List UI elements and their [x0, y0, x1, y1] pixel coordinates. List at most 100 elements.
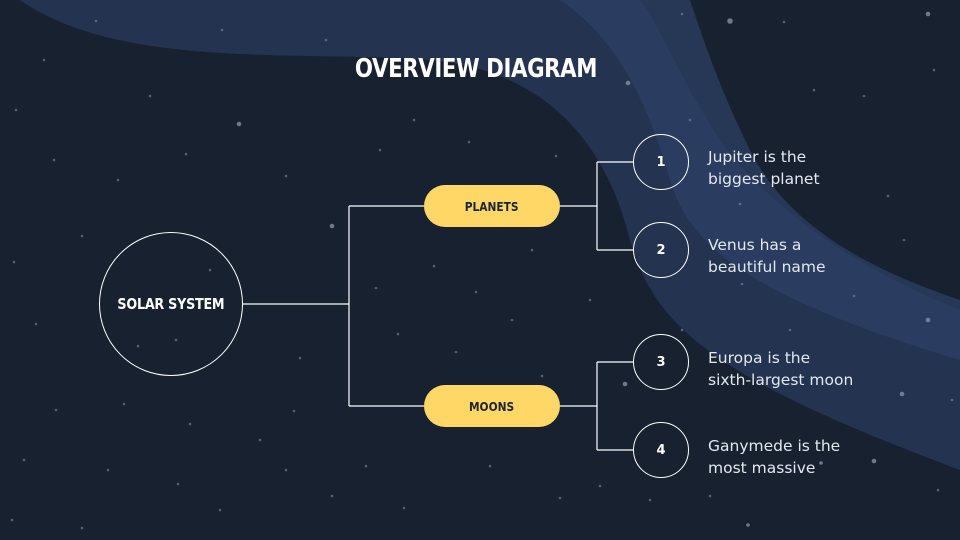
star	[236, 121, 242, 127]
root-node-label: SOLAR SYSTEM	[117, 295, 225, 313]
star	[588, 298, 592, 302]
star	[284, 174, 288, 178]
star	[622, 381, 628, 387]
item-node-3: 3	[633, 334, 689, 390]
star	[52, 158, 56, 162]
star	[925, 11, 931, 17]
item-description-3-line-1: Europa is the	[708, 349, 811, 367]
star-field	[10, 11, 954, 530]
star	[932, 68, 936, 72]
item-description-3: Europa is the sixth-largest moon	[708, 347, 948, 391]
star	[558, 496, 562, 500]
star	[22, 458, 26, 462]
item-node-1: 1	[633, 134, 689, 190]
star	[188, 422, 192, 426]
star	[902, 238, 906, 242]
star	[176, 482, 180, 486]
item-node-4: 4	[633, 422, 689, 478]
star	[412, 118, 416, 122]
item-description-4: Ganymede is the most massive	[708, 435, 948, 479]
star	[819, 461, 823, 465]
item-description-4-line-1: Ganymede is the	[708, 437, 841, 455]
star	[42, 58, 46, 62]
star	[329, 223, 335, 229]
star	[852, 294, 856, 298]
star	[936, 488, 940, 492]
star	[374, 286, 378, 290]
star	[298, 356, 302, 360]
star	[258, 438, 262, 442]
star	[220, 28, 224, 32]
star	[378, 148, 382, 152]
star	[648, 498, 652, 502]
star	[886, 194, 890, 198]
star	[625, 80, 631, 86]
item-node-2: 2	[633, 222, 689, 278]
star	[148, 94, 152, 98]
star	[122, 402, 126, 406]
star	[812, 88, 816, 92]
star	[116, 178, 120, 182]
star	[54, 408, 58, 412]
star	[598, 484, 602, 488]
star	[950, 398, 954, 402]
star	[708, 494, 712, 498]
star	[218, 508, 222, 512]
star	[510, 318, 514, 322]
connector-moons-to-items	[560, 361, 633, 451]
star	[488, 464, 492, 468]
nebula-swirl	[20, 0, 960, 470]
star	[467, 140, 471, 144]
slide-title: OVERVIEW DIAGRAM	[354, 54, 598, 84]
connector-planets-to-items	[560, 161, 633, 251]
star	[746, 523, 750, 527]
item-number-4: 4	[656, 442, 666, 458]
star	[540, 374, 544, 378]
nebula-band	[560, 0, 960, 360]
star	[727, 18, 733, 24]
item-description-1: Jupiter is the biggest planet	[708, 146, 948, 190]
star	[474, 290, 478, 294]
star	[740, 282, 744, 286]
star	[402, 506, 406, 510]
branch-node-moons: MOONS	[424, 385, 560, 427]
star	[680, 12, 684, 16]
star	[14, 108, 18, 112]
star	[94, 19, 98, 23]
star	[925, 317, 931, 323]
star	[396, 332, 400, 336]
star	[80, 234, 84, 238]
star	[10, 518, 14, 522]
star	[788, 328, 792, 332]
item-number-1: 1	[656, 154, 666, 170]
star	[738, 202, 742, 206]
root-node: SOLAR SYSTEM	[99, 232, 243, 376]
item-description-1-line-2: biggest planet	[708, 170, 820, 188]
item-number-3: 3	[656, 354, 666, 370]
item-description-4-line-2: most massive	[708, 459, 816, 477]
star	[432, 264, 436, 268]
star	[530, 248, 534, 252]
star	[324, 38, 328, 42]
star	[680, 328, 684, 332]
item-number-2: 2	[656, 242, 666, 258]
star	[292, 409, 296, 413]
star	[364, 464, 368, 468]
star	[284, 468, 288, 472]
branch-label-planets: PLANETS	[465, 198, 519, 214]
star	[330, 494, 334, 498]
item-description-2: Venus has a beautiful name	[708, 234, 948, 278]
star	[862, 94, 866, 98]
star	[184, 152, 188, 156]
item-description-2-line-1: Venus has a	[708, 236, 802, 254]
star	[34, 322, 38, 326]
star	[871, 458, 877, 464]
item-description-2-line-2: beautiful name	[708, 258, 826, 276]
star	[782, 20, 786, 24]
branch-label-moons: MOONS	[469, 398, 515, 414]
item-description-1-line-1: Jupiter is the	[708, 148, 807, 166]
star	[12, 260, 16, 264]
